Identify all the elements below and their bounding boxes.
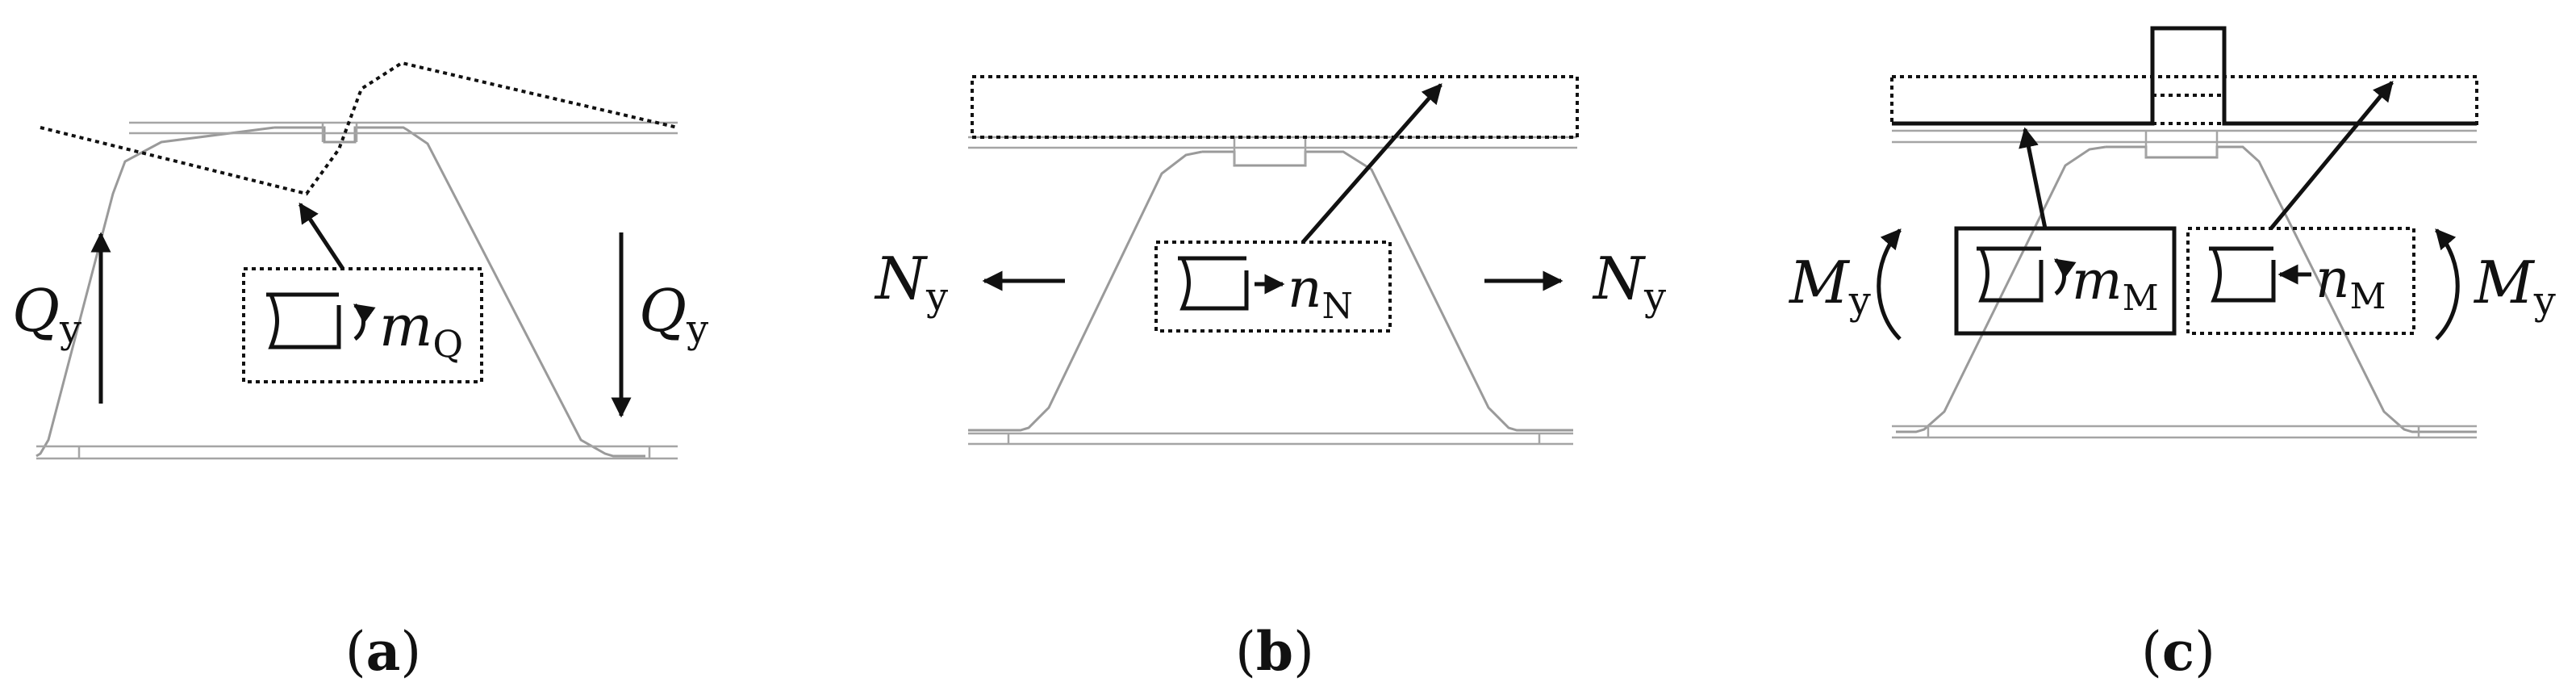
panel-c-section-glyph-moment [1977,246,2077,303]
panel-c-bending-distribution [1892,26,2477,126]
panel-c-normal-distribution [1890,75,2478,125]
panel-a-force-label-left: Qy [12,277,81,352]
panel-a-stringer-section [35,121,678,460]
panel-b-section-glyph [1178,256,1285,311]
panel-a-moment-label: mQ [379,293,463,366]
panel-b-force-label-right: Ny [1592,245,1666,320]
panel-b-stringer-section [968,136,1577,446]
panel-c: My My mM nM [1788,26,2556,439]
panel-a-pointer-arrow [298,202,345,270]
panel-c-moment-arrow-left [1877,228,1902,341]
panel-b-flow-label: nN [1288,257,1353,327]
panel-c-moment-label-left: My [1788,249,1871,324]
caption-c: (c) [2141,620,2215,683]
caption-b: (b) [1235,620,1314,683]
panel-c-unit-moment-box [1954,226,2177,336]
panel-c-pointer-arrow-left [2019,127,2048,229]
panel-b: Ny Ny nN [874,75,1666,446]
panel-c-section-glyph-normal [2209,246,2311,303]
panel-c-moment-label-right: My [2473,249,2556,324]
panel-c-normal-unit-label: nM [2315,248,2386,317]
panel-c-stringer-section [1892,129,2477,439]
panel-a-force-label-right: Qy [639,277,708,352]
panel-b-force-label-left: Ny [874,245,948,320]
panel-c-moment-arrow-right [2435,228,2460,341]
panel-a: Qy Qy mQ [12,61,708,460]
panel-a-shear-distribution [40,61,678,196]
caption-a: (a) [345,620,421,683]
panel-c-unit-normal-box [2186,227,2415,335]
panel-b-pointer-arrow [1301,83,1442,244]
panel-c-pointer-arrow-right [2269,81,2394,230]
panel-b-unit-load-box [1154,241,1392,333]
panel-a-section-glyph [266,292,376,350]
panel-a-unit-load-box [242,267,483,383]
panel-c-moment-unit-label: mM [2072,249,2159,319]
panel-b-normal-distribution [971,75,1579,139]
